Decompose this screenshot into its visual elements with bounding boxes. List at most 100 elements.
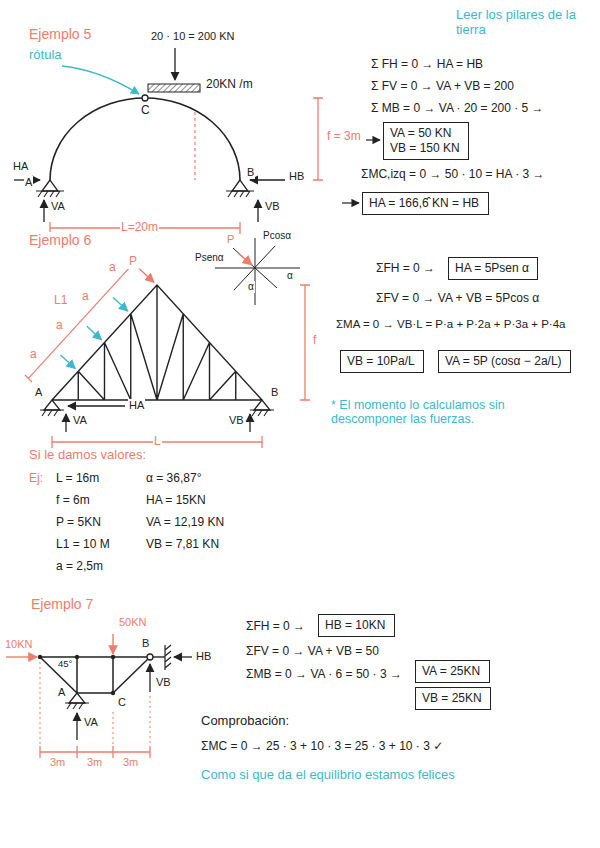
label-text: C	[140, 104, 151, 118]
reaction-arrow	[149, 664, 150, 692]
result-arrow	[366, 139, 380, 140]
reaction-arrow	[257, 200, 258, 222]
pin-support	[232, 180, 248, 191]
dimension-label: a	[29, 348, 38, 362]
result-text: HA = 5Psen α	[455, 261, 529, 276]
reaction-arrow	[249, 414, 250, 432]
label-text: B	[141, 637, 150, 650]
result-box: HB = 10KN	[318, 614, 395, 637]
result-text: HA = 166,6̂ KN = HB	[369, 196, 479, 211]
dimension-label: f	[312, 334, 317, 348]
label-text: Σ FH = 0 → HA = HB	[370, 58, 484, 72]
reaction-arrow	[76, 713, 77, 740]
label-text: α	[286, 270, 294, 282]
label-text: VB	[155, 676, 172, 689]
joint	[111, 691, 115, 695]
dimension-label: P	[128, 255, 138, 269]
label-text: HA	[12, 160, 29, 173]
load-arrow	[112, 634, 113, 654]
reaction-arrow	[174, 656, 192, 657]
label-text: L = 16m	[55, 472, 100, 486]
dimension-label: L	[153, 435, 162, 449]
joint	[38, 655, 42, 659]
label-text: 20 · 10 = 200 KN	[150, 30, 235, 43]
label-text: VB	[228, 414, 245, 427]
resultant-arrow	[174, 48, 175, 80]
label-text: ΣFH = 0 →	[245, 620, 306, 634]
dimension-label: a	[55, 319, 64, 333]
label-text: A	[34, 386, 43, 399]
dimension-label: 10KN	[4, 638, 34, 651]
label-text: Σ MB = 0 → VA · 20 = 200 · 5 →	[370, 102, 545, 116]
label-text: C	[117, 696, 127, 709]
dimension-label: Ejemplo 7	[30, 596, 94, 612]
pin-support	[69, 693, 85, 703]
axes-sketch	[215, 238, 300, 305]
result-text: VB = 25KN	[422, 691, 482, 706]
result-box: VA = 5P (cosα − 2a/L)	[438, 350, 571, 373]
joint	[111, 655, 115, 659]
resultant-line	[194, 112, 195, 180]
note-text: rótula	[28, 48, 63, 63]
pin-support	[42, 180, 58, 191]
reaction-arrow	[68, 405, 125, 406]
label-text: Psenα	[194, 252, 225, 264]
result-text: VA = 50 KN	[390, 126, 451, 141]
dimension-label: a	[81, 290, 90, 304]
label-text: 45°	[57, 659, 73, 670]
label-text: α = 36,87°	[145, 472, 202, 486]
label-text: Pcosα	[262, 230, 292, 242]
dimension-label: 3m	[122, 756, 139, 769]
dimension-line	[25, 260, 137, 382]
result-text: VA = 5P (cosα − 2a/L)	[445, 354, 562, 369]
result-text: VA = 25KN	[422, 664, 480, 679]
hinge	[147, 654, 153, 660]
result-box: VB = 25KN	[415, 687, 491, 710]
dimension-line	[313, 98, 323, 180]
dimension-label: 3m	[49, 756, 66, 769]
arch	[50, 98, 240, 180]
load-arrow	[87, 326, 102, 340]
label-text: f = 6m	[55, 494, 91, 508]
hinge	[142, 95, 148, 101]
dimension-label: Ejemplo 6	[28, 232, 92, 248]
dimension-line	[52, 436, 262, 448]
truss	[52, 285, 262, 400]
label-text: VB = 7,81 KN	[145, 538, 220, 552]
dimension-label: Ejemplo 5	[28, 26, 92, 42]
result-text: VB = 150 KN	[390, 141, 460, 156]
label-text: ΣMC,izq = 0 → 50 · 10 = HA · 3 →	[360, 168, 546, 182]
label-text: B	[246, 166, 255, 179]
label-text: A	[24, 176, 33, 189]
label-text: L1 = 10 M	[55, 538, 111, 552]
dimension-label: P	[226, 233, 235, 246]
result-box: HA = 5Psen α	[448, 257, 538, 280]
reaction-arrow	[250, 179, 285, 180]
reaction-arrow	[43, 200, 44, 222]
distributed-load	[148, 84, 200, 92]
label-text: VB	[264, 200, 281, 213]
reaction-arrow	[65, 414, 66, 432]
label-text: VA	[50, 200, 66, 213]
label-text: HA = 15KN	[145, 494, 207, 508]
label-text: B	[270, 386, 279, 399]
label-text: HB	[288, 170, 305, 183]
load-arrow	[61, 355, 76, 369]
result-text: VB = 10Pa/L	[347, 354, 415, 369]
label-text: VA	[83, 716, 99, 729]
result-box: HA = 166,6̂ KN = HB	[362, 192, 489, 215]
label-text: 20KN /m	[205, 78, 254, 92]
dimension-label: 50KN	[118, 616, 148, 629]
dimension-label: Ej:	[28, 472, 44, 486]
ground-hatch	[226, 191, 254, 197]
label-text: VA = 12,19 KN	[145, 516, 225, 530]
label-text: ΣMA = 0 → VB·L = P·a + P·2a + P·3a + P·4…	[335, 318, 566, 331]
ground-hatch	[250, 410, 274, 416]
dimension-label: 3m	[86, 756, 103, 769]
dimension-label: f = 3m	[326, 130, 362, 144]
label-text: HB	[195, 650, 212, 663]
pin-support	[254, 400, 270, 410]
ground-hatch	[36, 191, 64, 197]
result-box: VB = 10Pa/L	[340, 350, 424, 373]
